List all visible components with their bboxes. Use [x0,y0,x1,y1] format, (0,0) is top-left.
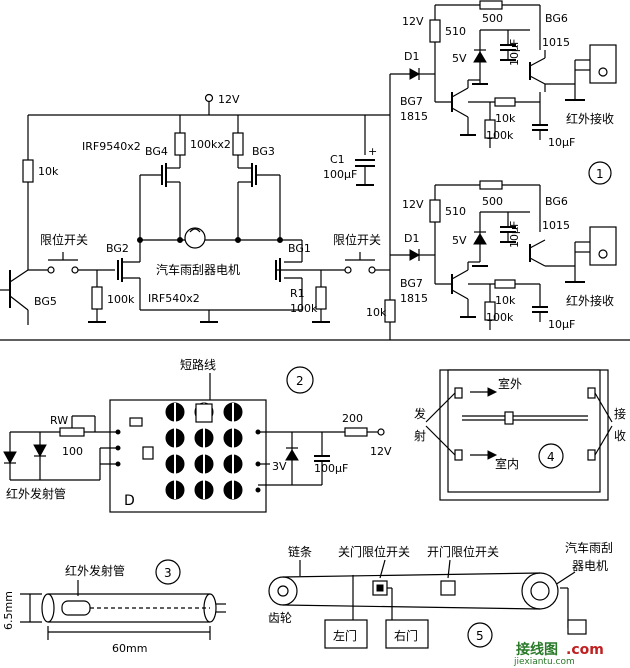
ir-receiver-circuit-1: D1 12V 500 510 BG6 1015 5V 10μF [389,0,617,185]
r100k-label-r1: 100k [486,129,514,142]
circle-num-2: 2 [296,374,304,388]
d1-label-2: D1 [404,232,419,245]
watermark: 接线图 .com jiexiantu.com [513,641,604,667]
wiper-motor-label-1: 汽车雨刮 [565,540,613,555]
v5-label-1: 5V [452,52,467,65]
v12-label-r2: 12V [402,198,424,211]
motor-icon [184,227,206,249]
r100k-right-label: 100k [290,302,318,315]
short-wire-label: 短路线 [180,357,216,372]
left-door-label: 左门 [333,628,357,643]
dim-65-label: 6.5mm [2,591,15,630]
board-d-label: D [124,493,135,509]
dim-60-label: 60mm [112,642,147,655]
close-limit-label: 关门限位开关 [338,544,410,559]
bg3-label: BG3 [252,145,275,158]
v12-label-p2: 12V [370,445,392,458]
ir-receiver-circuit-2: D1 12V 500 510 BG6 1015 5V 10μF B [390,180,630,341]
bg2-label: BG2 [106,242,129,255]
watermark-com: .com [566,642,604,658]
r200-label: 200 [342,412,363,425]
c1-value: 100μF [323,168,357,181]
chain-drive-panel: 链条 关门限位开关 开门限位开关 汽车雨刮 器电机 左门 右门 齿轮 5 [268,540,613,649]
r10k-right-label: 10k [366,306,387,319]
v3-label: 3V [272,460,287,473]
ir-receiver-icon-2 [589,226,617,266]
dip-grid [165,402,243,500]
open-limit-label: 开门限位开关 [427,544,499,559]
irf9540-label: IRF9540x2 [82,140,141,153]
circle-num-4: 4 [547,450,555,464]
r1-label: R1 [290,287,305,300]
emitter-tube-panel: 红外发射管 3 6.5mm 60mm [2,559,226,655]
emit-label-1: 发 [414,406,426,421]
emit-label-2: 射 [414,428,426,443]
motor-label: 汽车雨刮器电机 [156,262,240,277]
watermark-url: jiexiantu.com [513,657,575,667]
r100kx2-label: 100kx2 [190,138,231,151]
circle-num-5: 5 [476,629,484,643]
v12-label-r1: 12V [402,15,424,28]
v5-label-2: 5V [452,234,467,247]
wiper-motor-label-2: 器电机 [572,559,608,573]
ir-emitter-panel: 短路线 2 D RW 100 [3,357,392,513]
left-limit-switch-label: 限位开关 [40,232,88,247]
chain-label: 链条 [288,544,312,559]
c10uf-label-1b: 10μF [548,136,575,149]
bg4-label: BG4 [145,145,168,158]
ir-receiver-label-1: 红外接收 [566,111,614,126]
v12-label: 12V [218,93,240,106]
ir-receiver-label-2: 红外接收 [566,293,614,308]
irf540-label: IRF540x2 [148,292,200,305]
bg1-label: BG1 [288,242,311,255]
bg6-label-2: BG6 [545,195,568,208]
t1815-label-1: 1815 [400,110,428,123]
h-bridge-circuit: 12V 10k BG5 限位开关 100k BG2 [0,93,410,341]
r10k-label-r2: 10k [495,294,516,307]
bg7-label-2: BG7 [400,277,423,290]
c10uf-label-2a: 10μF [508,221,521,248]
outdoor-label: 室外 [498,376,522,391]
r500-label-2: 500 [482,195,503,208]
ir-emitter-label: 红外发射管 [6,486,66,501]
c100uf-label: 100μF [314,462,348,475]
recv-label-2: 收 [614,429,626,443]
r10k-label-r1: 10k [495,112,516,125]
t1815-label-2: 1815 [400,292,428,305]
gear-label: 齿轮 [268,611,292,625]
t1015-label-1: 1015 [542,36,570,49]
r100k-label-r2: 100k [486,311,514,324]
circle-num-3: 3 [164,566,172,580]
r100-label: 100 [62,445,83,458]
bg7-label-1: BG7 [400,95,423,108]
right-door-label: 右门 [394,628,418,643]
r10k-label: 10k [38,165,59,178]
c10uf-label-1a: 10μF [508,39,521,66]
right-limit-switch-label: 限位开关 [333,232,381,247]
ir-emitter-tube-label: 红外发射管 [65,563,125,578]
ir-receiver-icon-1 [589,44,617,84]
c10uf-label-2b: 10μF [548,318,575,331]
recv-label-1: 接 [614,406,626,421]
watermark-logo: 接线图 [516,641,558,658]
d1-label-1: D1 [404,50,419,63]
r510-label-1: 510 [445,25,466,38]
r100k-left-label: 100k [107,293,135,306]
r500-label-1: 500 [482,12,503,25]
circle-num-1: 1 [596,167,604,181]
bg5-label: BG5 [34,295,57,308]
svg-text:+: + [368,145,377,158]
indoor-label: 室内 [495,456,519,471]
rw-label: RW [50,414,68,427]
c1-label: C1 [330,153,345,166]
r510-label-2: 510 [445,205,466,218]
bg6-label-1: BG6 [545,12,568,25]
t1015-label-2: 1015 [542,219,570,232]
door-frame-panel: 室外 室内 4 发 射 接 收 [414,369,626,501]
